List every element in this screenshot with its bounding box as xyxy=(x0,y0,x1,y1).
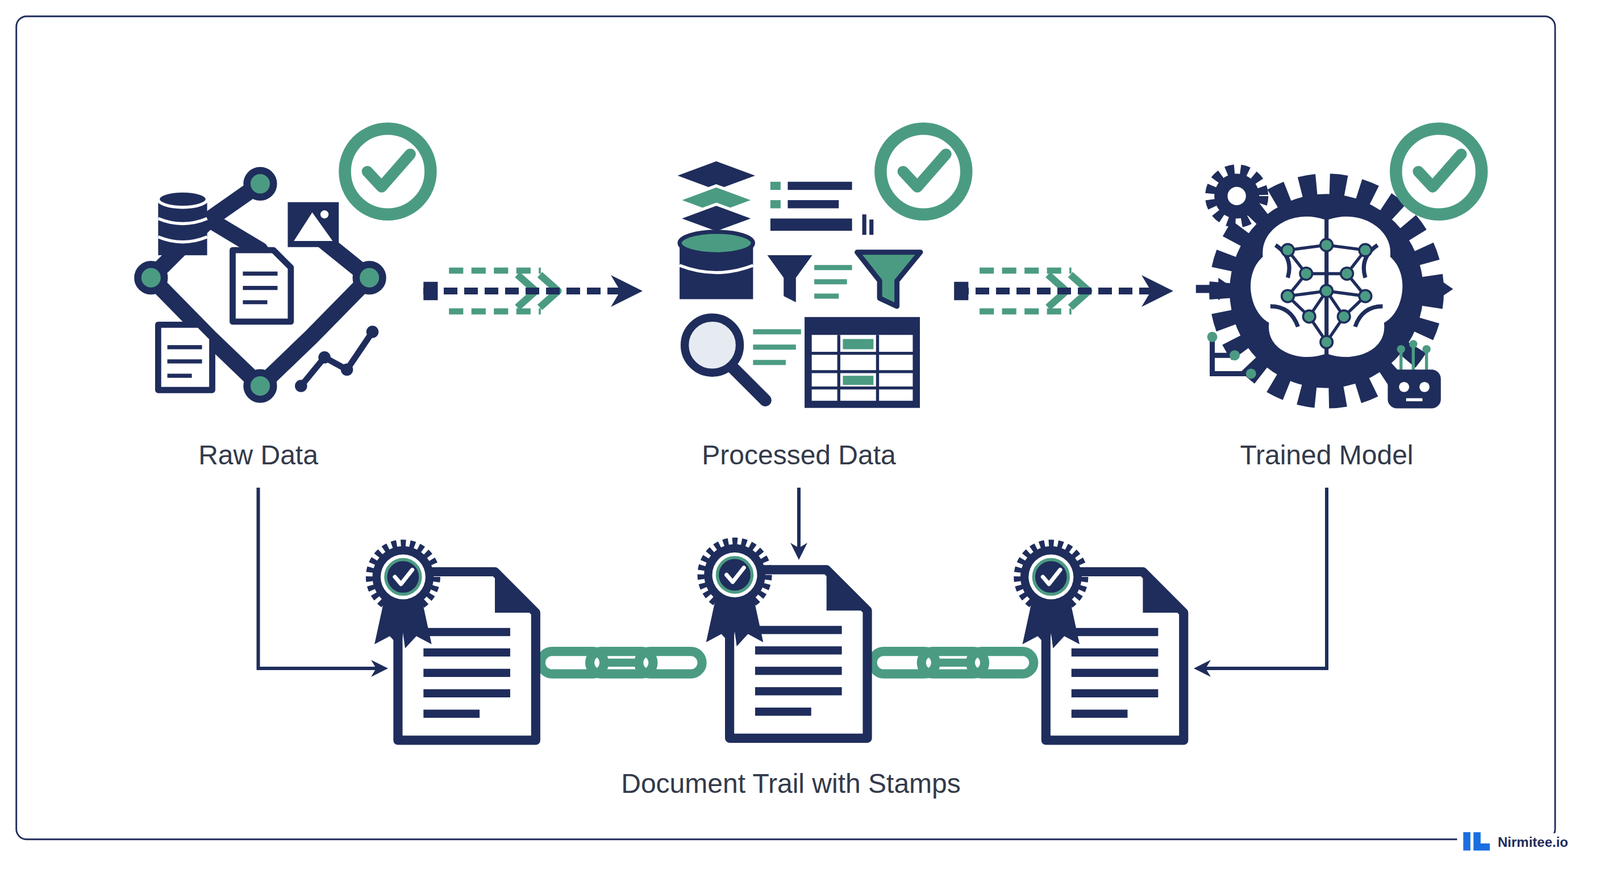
processed-data-icon xyxy=(677,128,966,404)
stage-node: Trained Model xyxy=(1173,122,1481,488)
brand-logo xyxy=(1457,828,1499,854)
outer-frame xyxy=(16,16,1556,840)
raw-data-icon xyxy=(137,128,431,399)
flow-arrow xyxy=(955,287,1161,295)
flow-arrow xyxy=(258,487,384,669)
stage-label: Trained Model xyxy=(1239,438,1414,472)
document-trail xyxy=(369,540,1184,740)
stage-label: Processed Data xyxy=(701,438,897,472)
stage-node: Raw Data xyxy=(93,122,424,488)
stage-node: Processed Data xyxy=(642,122,956,488)
stage-label: Raw Data xyxy=(198,438,319,472)
trained-model-icon xyxy=(1196,128,1482,408)
flow-arrow xyxy=(797,487,801,555)
stage-node: Document Trail with Stamps xyxy=(388,559,1194,807)
flow-arrow xyxy=(1198,487,1327,669)
stage-label: Document Trail with Stamps xyxy=(621,767,961,800)
watermark: Nirmitee.io xyxy=(1494,832,1572,851)
flow-arrow xyxy=(423,287,631,295)
